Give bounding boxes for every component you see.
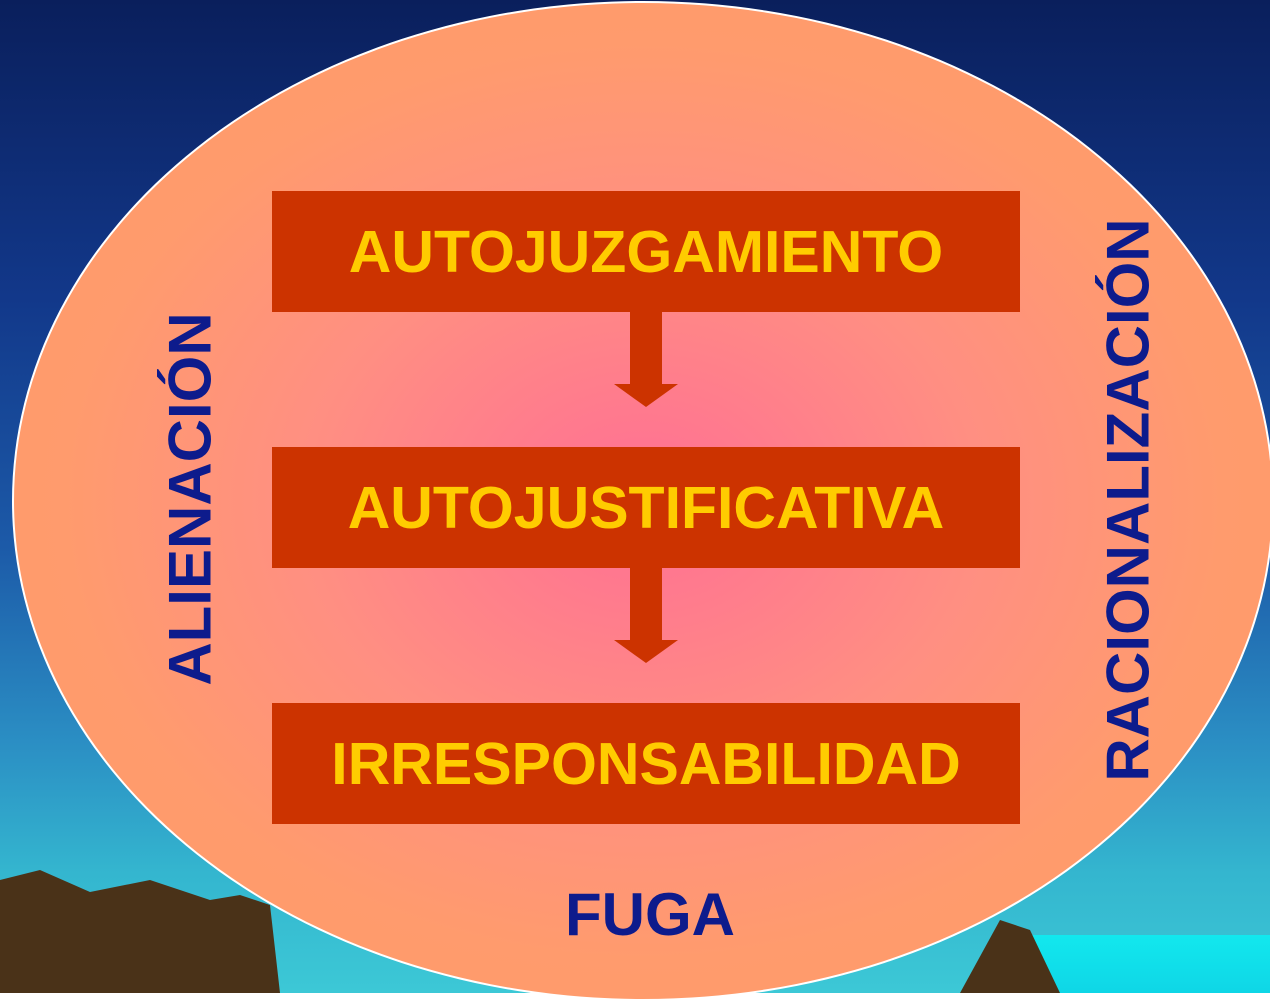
flow-box-autojustificativa: AUTOJUSTIFICATIVA <box>272 447 1020 568</box>
flow-box-label: AUTOJUZGAMIENTO <box>348 218 944 285</box>
label-racionalizacion: RACIONALIZACIÓN <box>1094 218 1162 782</box>
flow-box-label: AUTOJUSTIFICATIVA <box>347 474 945 541</box>
label-fuga: FUGA <box>565 881 735 948</box>
flow-box-autojuzgamiento: AUTOJUZGAMIENTO <box>272 191 1020 312</box>
flow-box-label: IRRESPONSABILIDAD <box>331 730 961 797</box>
down-arrow-icon <box>614 568 678 663</box>
label-alienacion: ALIENACIÓN <box>156 312 224 686</box>
flow-box-irresponsabilidad: IRRESPONSABILIDAD <box>272 703 1020 824</box>
down-arrow-icon <box>614 312 678 407</box>
